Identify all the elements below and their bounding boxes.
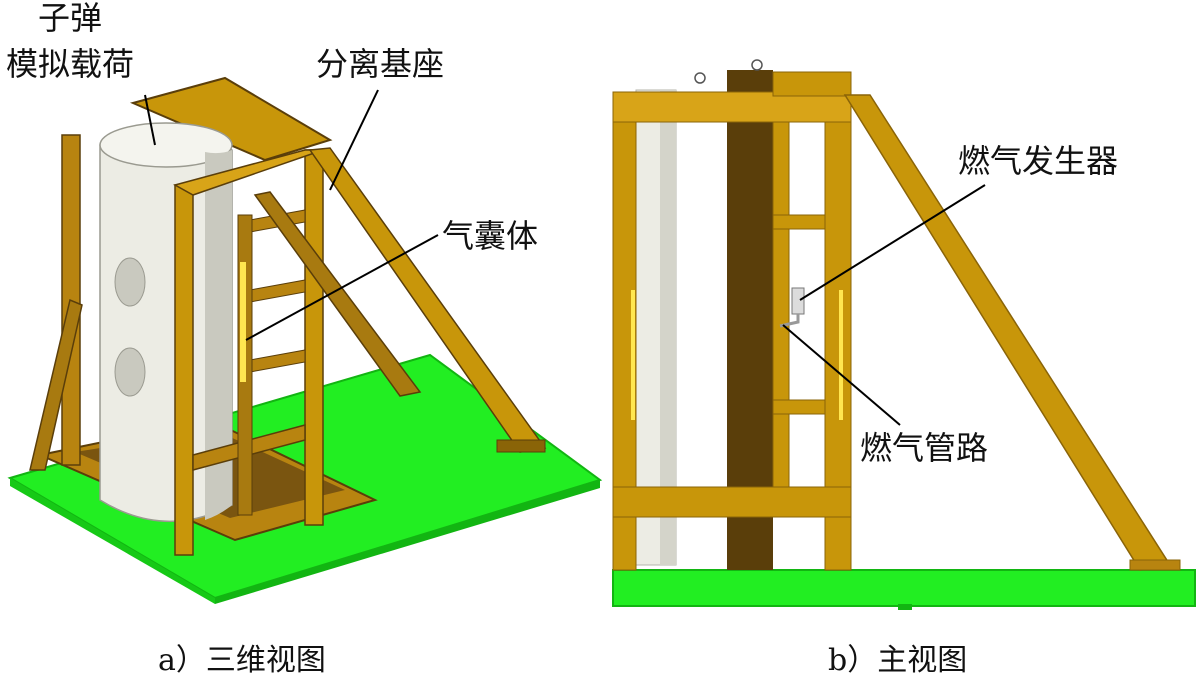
base-plate <box>612 569 1196 607</box>
label-gas-generator: 燃气发生器 <box>958 142 1119 180</box>
frame-rail <box>612 486 852 518</box>
payload-cylinder-shade <box>205 150 232 520</box>
payload-cylinder-top <box>99 122 233 168</box>
frame-rail <box>249 279 306 303</box>
payload-hole <box>114 347 146 397</box>
leader-line <box>329 89 379 191</box>
frame-rail <box>612 91 852 123</box>
gas-pipe <box>779 314 800 328</box>
lifting-ring <box>751 59 763 71</box>
label-payload-line2: 模拟载荷 <box>6 45 135 83</box>
lifting-ring <box>694 72 706 84</box>
leader-line <box>799 184 986 301</box>
label-payload-line1: 子弹 <box>38 0 103 37</box>
frame-post <box>304 149 324 526</box>
leader-line <box>245 234 439 341</box>
frame-rail <box>249 349 306 373</box>
brace-foot <box>1129 559 1181 571</box>
caption-panel-a: a）三维视图 <box>158 643 326 678</box>
airbag-strip <box>240 262 246 382</box>
label-separation-base: 分离基座 <box>316 45 445 83</box>
frame-rung <box>772 399 826 415</box>
gas-generator <box>791 287 805 315</box>
brace-foot <box>496 439 546 453</box>
payload-hole <box>114 257 146 307</box>
label-airbag: 气囊体 <box>442 217 539 255</box>
frame-brace <box>253 191 422 397</box>
frame-rail <box>772 71 852 97</box>
base-plate-edge <box>215 480 600 604</box>
caption-panel-b: b）主视图 <box>828 643 968 678</box>
frame-rung <box>772 214 826 230</box>
leader-line <box>782 324 901 426</box>
panel-a-3d-view <box>7 76 603 604</box>
airbag-strip <box>631 290 635 420</box>
plate-foot <box>898 604 912 610</box>
frame-post <box>772 121 790 488</box>
frame-post <box>174 184 194 556</box>
panel-b-front-view <box>612 59 1196 610</box>
frame-brace <box>29 298 83 471</box>
base-plate-edge <box>10 478 215 604</box>
payload-cylinder-shade <box>660 90 676 565</box>
leader-line <box>144 94 156 146</box>
label-gas-pipe: 燃气管路 <box>860 429 989 467</box>
airbag-strip <box>839 290 843 420</box>
